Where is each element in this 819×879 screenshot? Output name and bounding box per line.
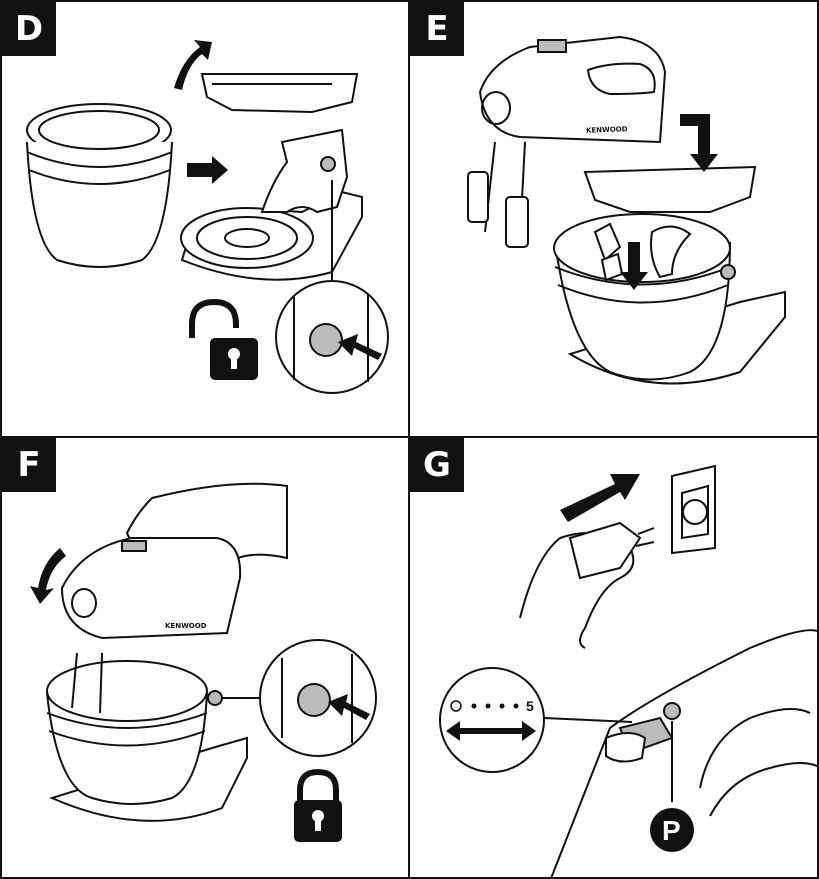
hand-mixer: KENWOOD <box>62 538 240 638</box>
speed-zoom <box>440 668 544 772</box>
panel-g: G <box>408 436 819 879</box>
brand-logo-f: KENWOOD <box>165 622 207 630</box>
release-button-zoom <box>276 281 388 393</box>
speed-max-label: 5 <box>526 698 534 714</box>
push-arrow <box>187 156 228 184</box>
panel-d-illustration <box>2 2 410 438</box>
panel-e-illustration: KENWOOD <box>410 2 819 438</box>
wall-socket <box>672 466 715 553</box>
eject-button <box>606 733 645 762</box>
brand-logo-e: KENWOOD <box>586 125 628 134</box>
mixing-bowl <box>27 104 172 267</box>
lower-arrow <box>680 114 718 172</box>
panel-f-illustration: KENWOOD <box>2 438 410 879</box>
panel-f: F KENWOOD <box>0 436 410 879</box>
plug-in-arrow <box>560 474 640 522</box>
unlocked-padlock-icon <box>192 302 258 380</box>
pulse-button <box>664 703 680 719</box>
lower-head-arrow <box>30 548 66 604</box>
release-button-zoom <box>260 640 376 756</box>
panel-d: D <box>0 0 410 438</box>
mixer-stand-with-bowl <box>47 653 247 821</box>
locked-padlock-icon <box>294 772 342 842</box>
panel-g-illustration: 5 P <box>410 438 819 879</box>
panel-e: E KENWOOD <box>408 0 819 438</box>
mixer-stand-with-bowl <box>554 167 785 384</box>
pulse-label: P <box>662 815 681 846</box>
